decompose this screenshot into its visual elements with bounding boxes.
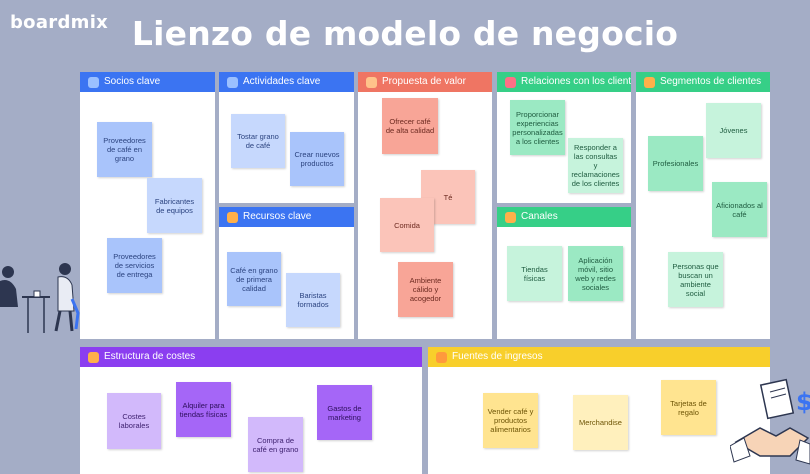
panel-header: Fuentes de ingresos [428,347,770,367]
sticky-note[interactable]: Costes laborales [107,393,161,449]
sticky-note[interactable]: Jóvenes [706,103,761,158]
panel-header: Actividades clave [219,72,354,92]
panel-fuentes-ingresos[interactable]: Fuentes de ingresos Vender café y produc… [428,347,770,474]
sticky-note[interactable]: Tarjetas de regalo [661,380,716,435]
page-title: Lienzo de modelo de negocio [131,14,679,53]
sticky-note[interactable]: Tostar grano de café [231,114,285,168]
sticky-note[interactable]: Profesionales [648,136,703,191]
money-bag-icon [88,351,99,363]
panel-actividades-clave[interactable]: Actividades clave Tostar grano de café C… [219,72,354,203]
brand-logo: boardmix [10,12,109,33]
panel-socios-clave[interactable]: Socios clave Proveedores de café en gran… [80,72,215,339]
panel-title: Canales [521,211,558,222]
people-icon [644,76,655,88]
pencil-icon [505,211,516,223]
panel-title: Segmentos de clientes [660,76,762,87]
sticky-note[interactable]: Personas que buscan un ambiente social [668,252,723,307]
heart-icon [505,76,516,88]
sticky-note[interactable]: Baristas formados [286,273,340,327]
panel-canales[interactable]: Canales Tiendas físicas Aplicación móvil… [497,207,631,339]
panel-header: Estructura de costes [80,347,422,367]
sticky-note[interactable]: Café en grano de primera calidad [227,252,281,306]
panel-segmentos-clientes[interactable]: Segmentos de clientes Jóvenes Profesiona… [636,72,770,339]
svg-text:$: $ [796,388,810,416]
sticky-note[interactable]: Gastos de marketing [317,385,372,440]
panel-title: Propuesta de valor [382,76,466,87]
sticky-note[interactable]: Proporcionar experiencias personalizadas… [510,100,565,155]
sticky-note[interactable]: Alquiler para tiendas físicas [176,382,231,437]
sticky-note[interactable]: Comida [380,198,434,252]
panel-title: Estructura de costes [104,351,196,362]
panel-header: Socios clave [80,72,215,92]
sticky-note[interactable]: Ambiente cálido y acogedor [398,262,453,317]
sticky-note[interactable]: Ofrecer café de alta calidad [382,98,438,154]
tools-icon [227,211,238,223]
sticky-note[interactable]: Crear nuevos productos [290,132,344,186]
contract-handshake-illustration: $ [730,378,810,465]
panel-relaciones-clientes[interactable]: Relaciones con los clientes Proporcionar… [497,72,631,203]
sticky-note[interactable]: Compra de café en grano [248,417,303,472]
sticky-note[interactable]: Proveedores de café en grano [97,122,152,177]
panel-header: Canales [497,207,631,227]
panel-header: Relaciones con los clientes [497,72,631,92]
sticky-note[interactable]: Aplicación móvil, sitio web y redes soci… [568,246,623,301]
sticky-note[interactable]: Merchandise [573,395,628,450]
sticky-note[interactable]: Proveedores de servicios de entrega [107,238,162,293]
sticky-note[interactable]: Fabricantes de equipos [147,178,202,233]
panel-header: Segmentos de clientes [636,72,770,92]
sticky-note[interactable]: Tiendas físicas [507,246,562,301]
sticky-note[interactable]: Aficionados al café [712,182,767,237]
panel-title: Socios clave [104,76,161,87]
panel-title: Actividades clave [243,76,321,87]
panel-title: Recursos clave [243,211,312,222]
coins-icon [436,351,447,363]
panel-header: Propuesta de valor [358,72,492,92]
panel-recursos-clave[interactable]: Recursos clave Café en grano de primera … [219,207,354,339]
panel-propuesta-de-valor[interactable]: Propuesta de valor Ofrecer café de alta … [358,72,492,339]
sticky-note[interactable]: Responder a las consultas y reclamacione… [568,138,623,193]
panel-title: Fuentes de ingresos [452,351,543,362]
handshake-icon [88,76,99,88]
gift-icon [366,76,377,88]
panel-estructura-costes[interactable]: Estructura de costes Costes laborales Al… [80,347,422,474]
people-at-table-illustration [0,263,80,333]
chat-icon [227,76,238,88]
sticky-note[interactable]: Vender café y productos alimentarios [483,393,538,448]
panel-title: Relaciones con los clientes [521,76,631,87]
panel-header: Recursos clave [219,207,354,227]
